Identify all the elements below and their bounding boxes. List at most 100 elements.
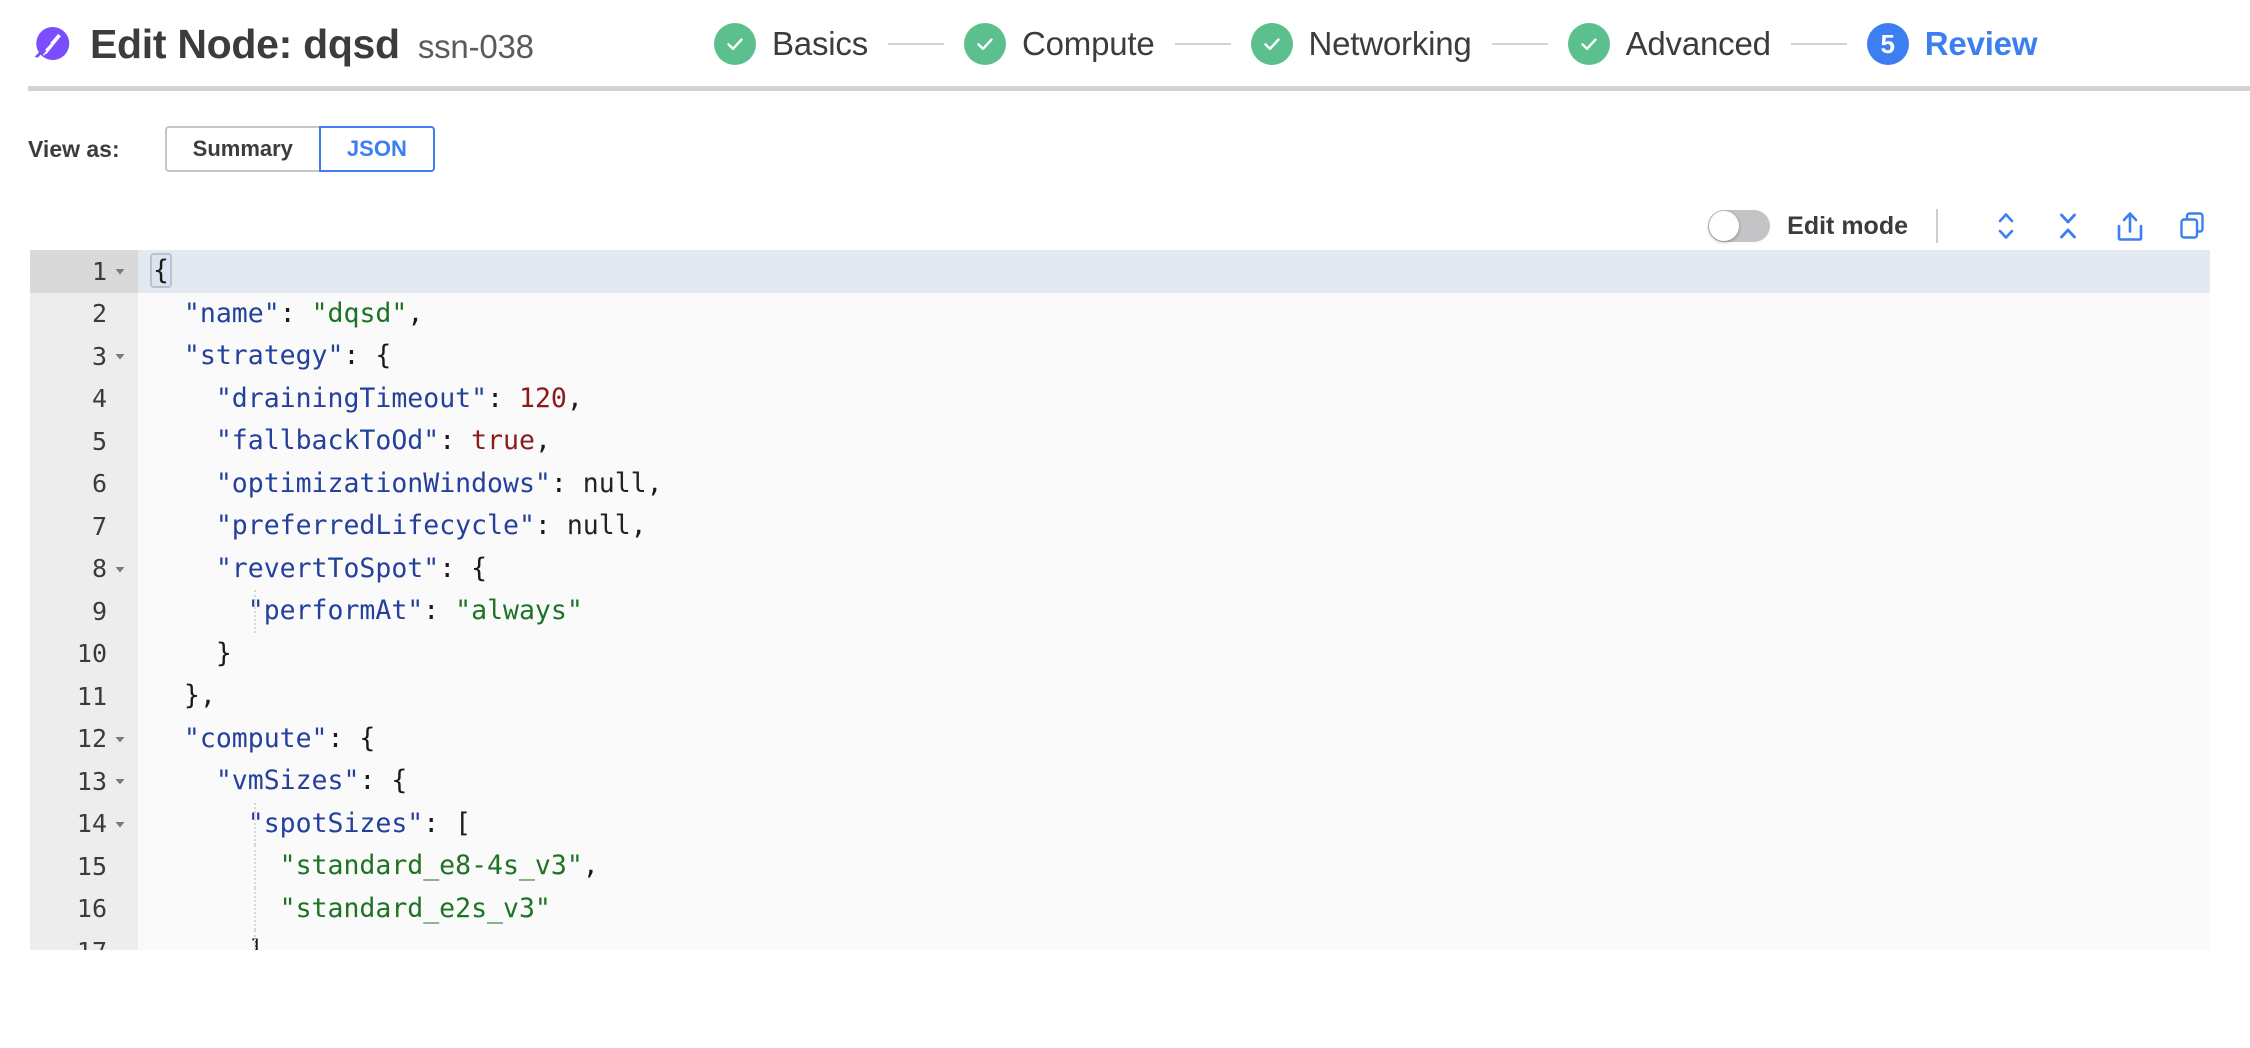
- step-status-icon-networking: [1250, 23, 1293, 65]
- code-indent: [152, 595, 248, 626]
- json-code-editor[interactable]: 1{2 "name": "dqsd",3 "strategy": {4 "dra…: [30, 250, 2210, 950]
- fold-toggle-icon[interactable]: [110, 774, 130, 788]
- stepper-step-networking[interactable]: Networking: [1250, 23, 1472, 65]
- edit-mode-switch[interactable]: [1708, 210, 1771, 242]
- code-line-content: "spotSizes": [: [138, 802, 2210, 845]
- collapse-all-icon[interactable]: [2046, 206, 2090, 246]
- code-line[interactable]: 17 ],: [30, 930, 2210, 950]
- code-line-content: "vmSizes": {: [138, 760, 2210, 803]
- expand-all-icon[interactable]: [1984, 206, 2028, 246]
- fold-toggle-icon[interactable]: [110, 817, 130, 831]
- stepper-step-advanced[interactable]: Advanced: [1567, 23, 1771, 65]
- code-token-punc: : [: [423, 807, 472, 839]
- code-line[interactable]: 3 "strategy": {: [30, 335, 2210, 378]
- stepper-step-compute[interactable]: Compute: [964, 23, 1155, 65]
- code-line[interactable]: 16 "standard_e2s_v3": [30, 887, 2210, 930]
- line-number: 2: [91, 299, 107, 329]
- code-token-punc: :: [550, 467, 583, 499]
- header-divider: [28, 86, 2250, 91]
- code-line-content: "drainingTimeout": 120,: [138, 378, 2210, 421]
- code-line[interactable]: 7 "preferredLifecycle": null,: [30, 505, 2210, 548]
- code-indent: [152, 935, 248, 950]
- code-token-key: "optimizationWindows": [215, 467, 551, 499]
- code-token-punc: },: [183, 680, 216, 711]
- code-line[interactable]: 6 "optimizationWindows": null,: [30, 462, 2210, 506]
- code-line-content: "strategy": {: [138, 335, 2210, 378]
- code-token-str: "standard_e8-4s_v3": [279, 850, 583, 881]
- code-line-content: "optimizationWindows": null,: [138, 463, 2210, 506]
- line-gutter: 8: [30, 547, 138, 590]
- code-line[interactable]: 4 "drainingTimeout": 120,: [30, 377, 2210, 421]
- step-connector-3: [1491, 43, 1548, 45]
- step-connector-1: [888, 43, 944, 45]
- line-gutter: 7: [30, 505, 138, 548]
- step-number-review: 5: [1880, 29, 1896, 59]
- fold-toggle-icon[interactable]: [110, 562, 130, 576]
- code-line[interactable]: 2 "name": "dqsd",: [30, 292, 2210, 335]
- step-status-icon-basics: [714, 23, 756, 65]
- step-status-icon-compute: [964, 23, 1006, 65]
- view-toggle-group: Summary JSON: [164, 126, 435, 172]
- stepper-step-review[interactable]: 5 Review: [1866, 23, 2038, 65]
- step-label-advanced: Advanced: [1625, 25, 1771, 62]
- code-line[interactable]: 1{: [30, 250, 2210, 293]
- code-line[interactable]: 14 "spotSizes": [: [30, 802, 2210, 845]
- fold-toggle-icon[interactable]: [110, 732, 130, 746]
- line-gutter: 14: [30, 802, 138, 845]
- line-number: 12: [76, 724, 107, 754]
- code-token-punc: ,: [534, 425, 551, 456]
- copy-icon[interactable]: [2170, 206, 2214, 246]
- code-token-punc: : {: [327, 722, 376, 754]
- code-line[interactable]: 15 "standard_e8-4s_v3",: [30, 845, 2210, 888]
- indent-guide: [254, 802, 256, 845]
- code-token-key: "compute": [183, 722, 328, 754]
- code-indent: [152, 425, 216, 456]
- line-number: 10: [76, 639, 107, 669]
- indent-guide: [254, 930, 256, 950]
- code-indent: [152, 298, 184, 329]
- line-number: 1: [91, 256, 107, 286]
- fold-toggle-icon[interactable]: [110, 264, 130, 278]
- code-token-punc: : {: [359, 765, 408, 796]
- code-indent: [152, 383, 216, 414]
- spot-logo-icon: [28, 21, 74, 67]
- code-token-key: "revertToSpot": [215, 552, 440, 584]
- code-indent: [152, 893, 280, 924]
- code-line[interactable]: 5 "fallbackToOd": true,: [30, 420, 2210, 463]
- code-line[interactable]: 10 }: [30, 632, 2210, 675]
- header-inner: Edit Node: dqsd ssn-038 Basics: [0, 0, 2250, 88]
- indent-guide: [254, 845, 256, 888]
- code-token-str: "always": [455, 595, 583, 626]
- fold-toggle-icon[interactable]: [110, 349, 130, 363]
- code-line[interactable]: 8 "revertToSpot": {: [30, 547, 2210, 591]
- code-token-key: "performAt": [247, 595, 424, 626]
- view-toggle-summary[interactable]: Summary: [164, 126, 319, 172]
- code-token-null: null: [566, 510, 631, 541]
- line-gutter: 16: [30, 887, 138, 930]
- code-token-punc: ,: [646, 467, 663, 499]
- line-gutter: 4: [30, 377, 138, 420]
- edit-mode-switch-knob: [1709, 211, 1740, 241]
- view-toggle-json[interactable]: JSON: [318, 126, 435, 172]
- code-line[interactable]: 12 "compute": {: [30, 717, 2210, 760]
- step-connector-2: [1174, 43, 1231, 45]
- step-label-basics: Basics: [772, 25, 868, 62]
- line-number: 9: [91, 596, 107, 626]
- line-gutter: 5: [30, 420, 138, 463]
- line-number: 4: [91, 384, 107, 414]
- step-label-compute: Compute: [1022, 25, 1155, 62]
- code-line[interactable]: 11 },: [30, 675, 2210, 718]
- code-line-content: "revertToSpot": {: [138, 548, 2210, 591]
- code-token-key: "spotSizes": [247, 807, 424, 839]
- step-label-networking: Networking: [1308, 25, 1472, 62]
- code-indent: [152, 553, 216, 584]
- code-token-key: "vmSizes": [215, 765, 360, 796]
- code-token-punc: :: [423, 595, 456, 626]
- stepper-step-basics[interactable]: Basics: [714, 23, 868, 65]
- code-line-content: "standard_e8-4s_v3",: [138, 845, 2210, 888]
- line-number: 11: [76, 681, 107, 711]
- code-line[interactable]: 9 "performAt": "always": [30, 590, 2210, 633]
- line-number: 15: [76, 851, 107, 881]
- code-line[interactable]: 13 "vmSizes": {: [30, 760, 2210, 803]
- export-icon[interactable]: [2108, 206, 2152, 246]
